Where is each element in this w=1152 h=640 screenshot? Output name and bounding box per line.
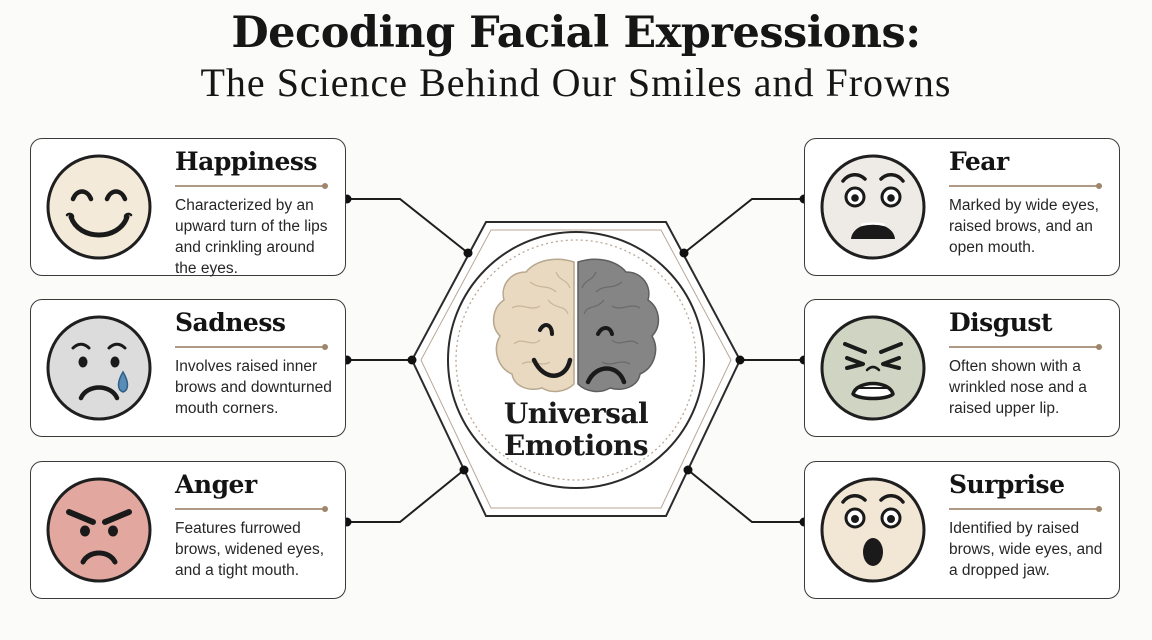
connector-dot [459,465,469,475]
emotion-card-happiness: Happiness Characterized by an upward tur… [30,138,346,277]
emotion-card-disgust: Disgust Often shown with a wrinkled nose… [804,299,1120,437]
emotion-description: Identified by raised brows, wide eyes, a… [949,520,1103,579]
page-subtitle: The Science Behind Our Smiles and Frowns [200,60,952,105]
center-label-line2: Emotions [503,429,649,462]
emotion-name: Sadness [175,308,286,337]
emotion-name: Happiness [175,147,318,176]
accent-rule [175,506,328,511]
connector-surprise [687,469,804,523]
emotion-description: Features furrowed brows, widened eyes, a… [175,520,325,579]
emotion-description: Often shown with a wrinkled nose and a r… [949,358,1087,417]
accent-rule [949,344,1102,349]
accent-rule [175,183,328,188]
connector-fear [683,198,804,254]
page-title: Decoding Facial Expressions: [231,8,921,58]
emotion-name: Surprise [949,470,1065,499]
disgusted-face-icon [819,314,927,422]
connector-dot [407,355,417,365]
accent-rule [949,183,1102,188]
angry-face-icon [45,476,153,584]
smiling-face-icon [45,153,153,261]
connector-anger [347,469,465,523]
connector-lines [347,198,804,523]
emotion-card-sadness: Sadness Involves raised inner brows and … [30,299,346,437]
emotion-description: Involves raised inner brows and downturn… [175,358,332,417]
emotion-card-surprise: Surprise Identified by raised brows, wid… [804,461,1120,599]
center-label: Universal Emotions [476,398,676,462]
connector-dot [463,248,473,258]
center-label-line1: Universal [503,397,649,430]
emotion-description: Marked by wide eyes, raised brows, and a… [949,197,1099,256]
hub-inner-ring [455,239,697,481]
accent-rule [175,344,328,349]
brain-icon [492,258,660,393]
title-block: Decoding Facial Expressions: The Science… [0,6,1152,106]
emotion-description: Characterized by an upward turn of the l… [175,197,328,277]
connector-dot [679,248,689,258]
accent-rule [949,506,1102,511]
surprised-face-icon [819,476,927,584]
emotion-name: Fear [949,147,1009,176]
emotion-name: Disgust [949,308,1053,337]
emotion-name: Anger [175,470,257,499]
hexagon-inner-frame [420,229,732,509]
crying-face-icon [45,314,153,422]
connector-happiness [347,198,469,254]
connector-dot [683,465,693,475]
emotion-card-fear: Fear Marked by wide eyes, raised brows, … [804,138,1120,276]
fearful-face-icon [819,153,927,261]
connector-dot [735,355,745,365]
emotion-card-anger: Anger Features furrowed brows, widened e… [30,461,346,599]
